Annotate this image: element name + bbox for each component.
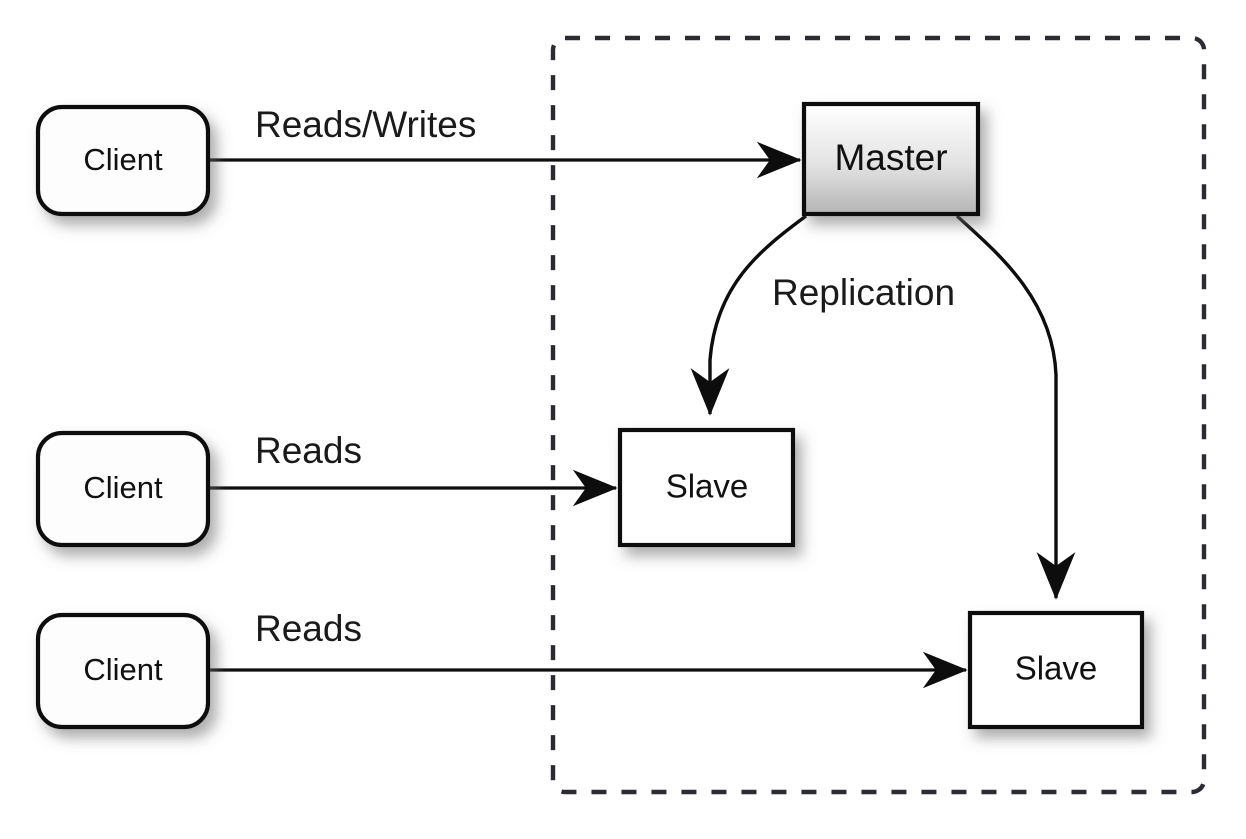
node-slave-1[interactable]: Slave <box>617 427 796 548</box>
master-box[interactable] <box>801 101 981 217</box>
edge-label-reads-middle: Reads <box>255 430 362 471</box>
client-3-label: Client <box>83 652 163 687</box>
edge-label-replication: Replication <box>772 272 955 313</box>
edge-label-reads-bottom: Reads <box>255 608 362 649</box>
database-cluster-boundary <box>550 35 1207 795</box>
slave-2-box[interactable] <box>967 610 1145 730</box>
node-client-1[interactable]: Client <box>35 104 211 217</box>
client-2-label: Client <box>83 470 163 505</box>
edge-label-reads-writes: Reads/Writes <box>255 104 476 145</box>
slave-1-label: Slave <box>666 468 749 505</box>
node-slave-2[interactable]: Slave <box>967 610 1145 730</box>
client-1-label: Client <box>83 142 163 177</box>
slave-1-box[interactable] <box>617 427 796 548</box>
node-master[interactable]: Master <box>801 101 981 217</box>
client-1-box[interactable] <box>35 104 211 217</box>
node-client-2[interactable]: Client <box>35 430 211 548</box>
client-2-box[interactable] <box>35 430 211 548</box>
master-label: Master <box>834 137 947 178</box>
edge-master-to-slave2 <box>955 214 1076 600</box>
slave-2-label: Slave <box>1015 650 1098 687</box>
node-client-3[interactable]: Client <box>35 612 211 730</box>
client-3-box[interactable] <box>35 612 211 730</box>
edge-master-to-slave1 <box>690 214 808 416</box>
